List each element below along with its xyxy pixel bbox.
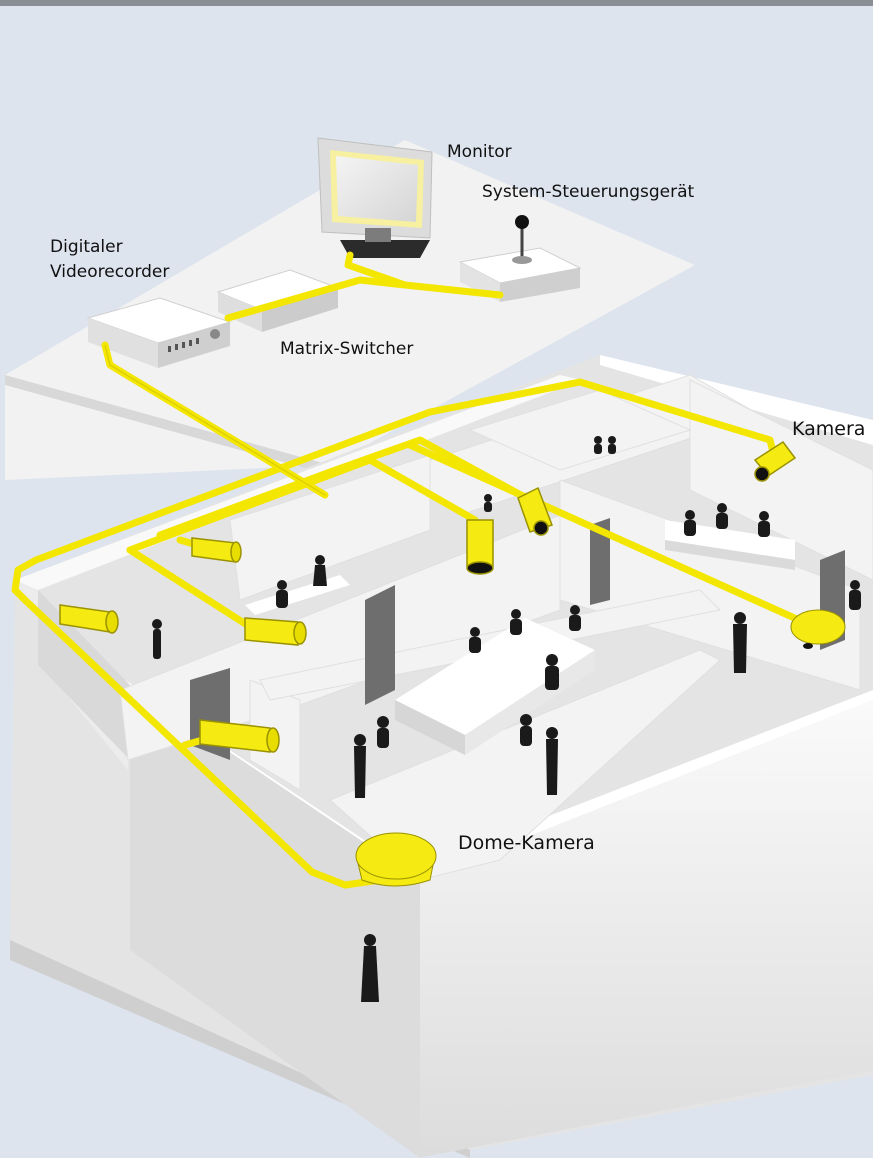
camera-center-2 <box>517 486 553 536</box>
dvr-label-line1: Digitaler <box>50 237 123 257</box>
video-cables-outline <box>104 344 326 496</box>
system-controller <box>458 215 582 302</box>
monitor-label: Monitor <box>447 142 512 162</box>
monitor <box>317 137 433 258</box>
conference-tables <box>245 520 795 755</box>
matrix-switcher-label: Matrix-Switcher <box>280 339 414 359</box>
dome-camera-front <box>355 832 437 887</box>
camera-center-1 <box>466 519 494 575</box>
system-controller-label: System-Steuerungsgerät <box>482 182 695 202</box>
dome-camera-label: Dome-Kamera <box>458 832 595 854</box>
camera-middle-left <box>244 617 307 646</box>
dome-cameras <box>355 609 846 887</box>
people <box>152 436 861 1002</box>
box-cameras <box>59 440 797 753</box>
camera-label: Kamera <box>792 418 866 440</box>
camera-upper-left <box>191 537 242 563</box>
camera-left <box>59 604 119 634</box>
digital-video-recorder <box>86 297 232 368</box>
dvr-label-line2: Videorecorder <box>50 262 170 282</box>
camera-top-right <box>753 440 797 482</box>
top-rule <box>0 0 873 6</box>
camera-lower-left <box>199 719 280 753</box>
dome-camera-right <box>790 609 846 649</box>
